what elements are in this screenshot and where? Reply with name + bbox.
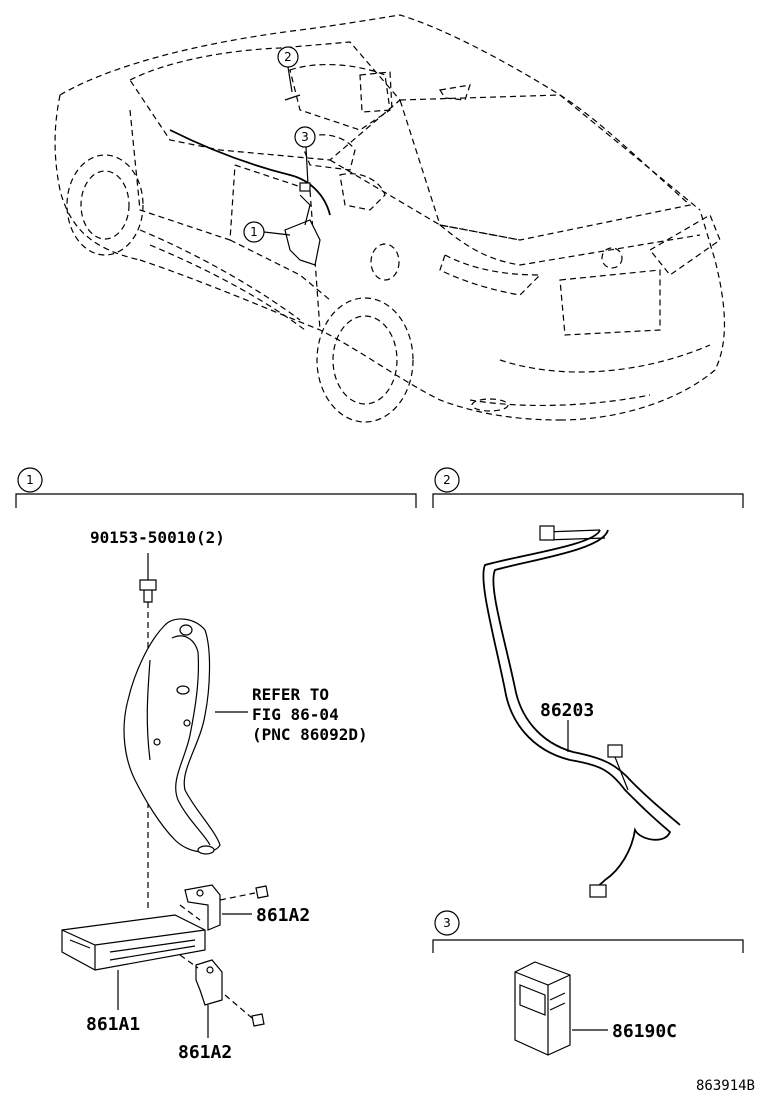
section-1-header: 1 [15,467,417,508]
figure-code: 863914B [696,1078,755,1094]
control-module [61,914,206,971]
refer-to-line-1: REFER TO [252,685,329,704]
bracket-upper-part-number: 861A2 [256,905,310,926]
car-callout-2: 2 [277,46,299,68]
bolt-part-number: 90153-50010(2) [90,528,225,547]
small-bracket-upper [184,884,221,931]
bolt-icon [139,579,157,603]
small-bracket-lower [195,959,223,1006]
svg-text:3: 3 [301,130,309,144]
switch-unit [514,961,571,1056]
svg-text:1: 1 [26,473,34,487]
switch-part-number: 86190C [612,1021,677,1042]
callout-2-leader [287,66,293,93]
refer-to-line-3: (PNC 86092D) [252,725,368,744]
car-callout-3: 3 [294,126,316,148]
screw-lower-icon [251,1013,265,1027]
svg-text:2: 2 [284,50,292,64]
callout-3-leader [305,146,309,186]
module-part-number: 861A1 [86,1014,140,1035]
harness-part-number: 86203 [540,700,594,721]
svg-text:2: 2 [443,473,451,487]
bracket-lower-part-number: 861A2 [178,1042,232,1063]
car-illustration [54,14,726,423]
section-2-header: 2 [432,467,744,508]
callout-1-leader [263,231,291,236]
wire-harness [482,525,681,898]
svg-text:3: 3 [443,916,451,930]
screw-upper-icon [255,885,269,899]
car-callout-1: 1 [243,221,265,243]
refer-to-line-2: FIG 86-04 [252,705,339,724]
mounting-bracket-plate [123,618,221,855]
svg-text:1: 1 [250,225,258,239]
section-3-header: 3 [432,910,744,953]
